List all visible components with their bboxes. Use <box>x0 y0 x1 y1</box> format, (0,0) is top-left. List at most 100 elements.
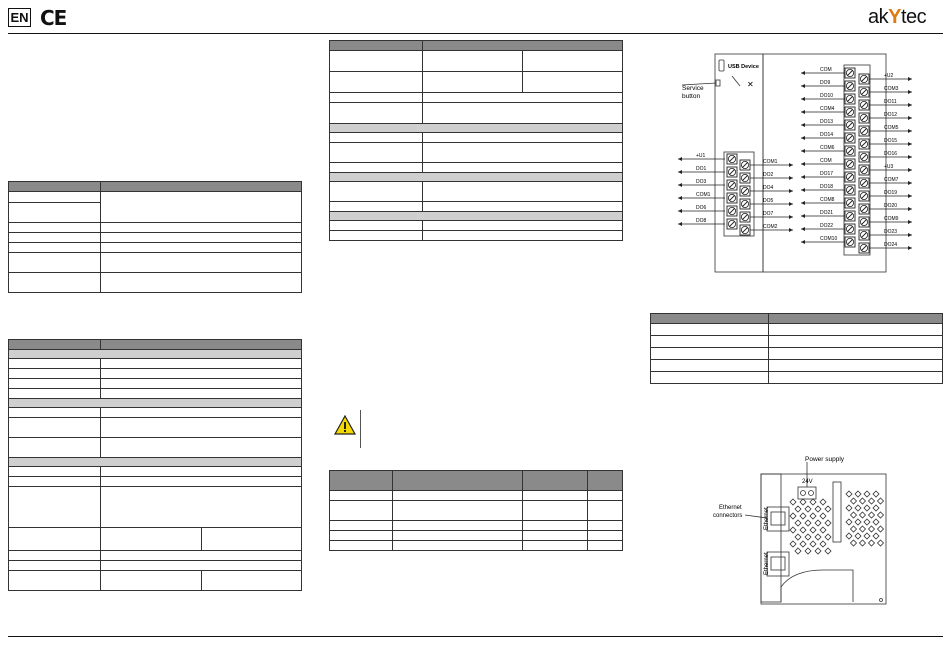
right-wire-b-10-head <box>908 207 912 211</box>
vent-hole-61 <box>858 539 867 547</box>
right-screw-a-13-head <box>845 237 854 246</box>
vent-hole-18 <box>809 512 817 520</box>
left-screw-a-3-slot <box>729 195 735 201</box>
right-screw-a-8-slot <box>847 174 853 180</box>
right-wire-a-9-head <box>801 188 805 192</box>
vent-hole-41 <box>804 533 812 541</box>
vent-hole-44 <box>849 525 858 533</box>
vent-hole-0 <box>789 498 797 506</box>
left-screw-a-0-slot <box>729 156 735 162</box>
ethernet-strip <box>760 473 782 603</box>
left-wire-b-2-head <box>789 189 793 193</box>
vent-holes <box>789 490 885 555</box>
right-label-a-2: DO10 <box>820 93 833 99</box>
right-screw-b-10-slot <box>861 206 867 212</box>
right-label-a-4: DO13 <box>820 119 833 125</box>
left-screw-a-5-slot <box>729 221 735 227</box>
vent-hole-43 <box>824 533 832 541</box>
right-screw-b-13-head <box>859 243 868 252</box>
vent-hole-23 <box>872 504 880 512</box>
right-label-a-9: DO18 <box>820 184 833 190</box>
vent-hole-24 <box>794 519 802 527</box>
right-screw-b-8-slot <box>861 180 867 186</box>
right-wire-a-1-head <box>801 84 805 88</box>
right-screw-b-9-head <box>859 191 868 200</box>
vent-hole-29 <box>858 511 867 519</box>
left-label-b-0: COM1 <box>763 159 778 165</box>
right-screw-a-3-slot <box>847 109 853 115</box>
left-label-b-4: DO7 <box>763 211 774 217</box>
right-wire-b-7-head <box>908 168 912 172</box>
usb-label: USB Device <box>728 64 759 70</box>
left-screw-b-4-slot <box>742 214 748 220</box>
right-wire-b-5-head <box>908 142 912 146</box>
vent-hole-46 <box>867 525 876 533</box>
left-wire-b-1-head <box>789 176 793 180</box>
logo-prefix: ak <box>868 6 889 28</box>
left-wire-b-5-head <box>789 228 793 232</box>
right-wire-a-11-head <box>801 214 805 218</box>
right-screw-a-5-head <box>845 134 854 143</box>
right-label-b-10: DO20 <box>884 203 897 209</box>
right-screw-b-11-head <box>859 217 868 226</box>
vent-hole-25 <box>804 519 812 527</box>
right-label-a-11: DO21 <box>820 210 833 216</box>
left-screw-a-5-head <box>728 219 737 228</box>
right-wire-a-7-head <box>801 162 805 166</box>
ethernet-port-label-1: Ethernet <box>764 507 770 530</box>
left-screw-a-4-slot <box>729 208 735 214</box>
usb-port-icon <box>718 59 725 72</box>
right-label-a-10: COM8 <box>820 197 835 203</box>
right-screw-a-9-head <box>845 185 854 194</box>
right-screw-a-0-slot <box>847 70 853 76</box>
right-screw-b-8-head <box>859 179 868 188</box>
right-screw-b-2-head <box>859 101 868 110</box>
left-label-a-5: DO8 <box>696 218 707 224</box>
right-label-a-5: DO14 <box>820 132 833 138</box>
left-screw-a-1-head <box>728 168 737 177</box>
vent-hole-56 <box>794 547 802 555</box>
service-button-label-2: button <box>682 93 700 100</box>
left-label-b-3: DO5 <box>763 198 774 204</box>
ethernet-port-label-2: Ethernet <box>764 552 770 575</box>
right-wire-b-8-head <box>908 181 912 185</box>
right-wire-b-2-head <box>908 103 912 107</box>
right-wire-a-6-head <box>801 149 805 153</box>
right-screw-a-11-slot <box>847 213 853 219</box>
vent-hole-5 <box>854 490 862 498</box>
footer-rule <box>8 636 943 637</box>
right-screw-b-3-slot <box>861 115 867 121</box>
left-screw-b-0-head <box>741 161 750 170</box>
right-label-b-2: DO11 <box>884 99 897 105</box>
power-supply-label: Power supply <box>805 456 845 463</box>
table-left-2 <box>8 339 302 591</box>
left-screw-a-2-head <box>728 180 737 189</box>
right-label-a-7: COM <box>820 158 832 164</box>
left-label-b-5: COM2 <box>763 224 778 230</box>
vent-hole-60 <box>849 539 858 547</box>
right-screw-b-5-head <box>859 140 868 149</box>
vent-hole-30 <box>867 511 876 519</box>
right-wire-b-9-head <box>908 194 912 198</box>
left-wire-a-0-head <box>678 157 682 161</box>
right-label-a-3: COM4 <box>820 106 835 112</box>
akytec-logo: akYtec <box>868 6 927 29</box>
left-wire-a-3-head <box>678 196 682 200</box>
vent-hole-54 <box>863 532 871 540</box>
vent-hole-26 <box>814 519 822 527</box>
ethernet-port-1-icon <box>766 506 790 532</box>
vent-hole-22 <box>863 504 871 512</box>
left-label-b-1: DO2 <box>763 172 774 178</box>
vent-hole-53 <box>854 532 862 540</box>
vent-hole-51 <box>819 540 827 548</box>
left-wire-b-4-head <box>789 215 793 219</box>
vent-hole-31 <box>876 511 885 519</box>
right-label-a-13: COM10 <box>820 236 837 242</box>
service-button-icon <box>715 79 721 87</box>
vent-hole-52 <box>845 532 853 540</box>
right-wire-a-8-head <box>801 175 805 179</box>
vent-hole-27 <box>824 519 832 527</box>
vent-hole-48 <box>789 540 797 548</box>
right-label-a-8: DO17 <box>820 171 833 177</box>
vent-hole-16 <box>789 512 797 520</box>
